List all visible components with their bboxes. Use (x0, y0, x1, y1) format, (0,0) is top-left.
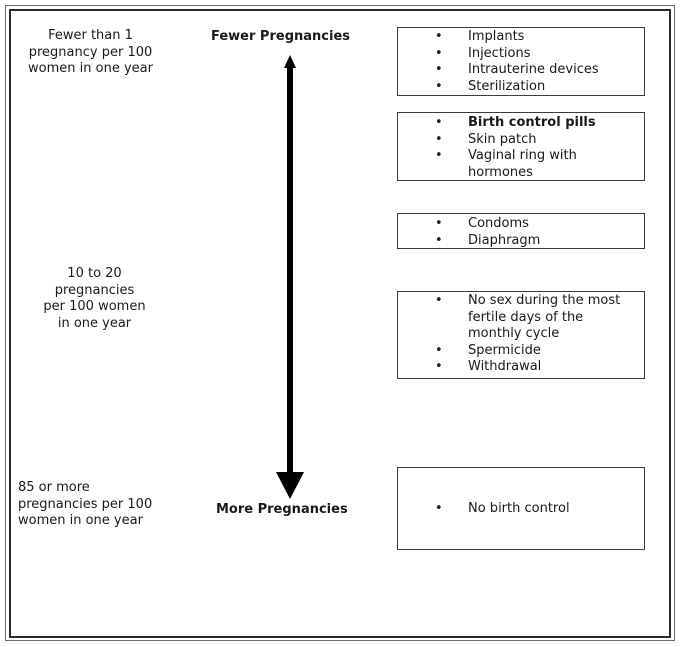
bullet-icon: • (435, 232, 443, 248)
bullet-icon: • (435, 293, 443, 308)
method-item: • Skin patch (398, 132, 644, 149)
bullet-icon: • (435, 342, 443, 358)
label-fewer-than-1: Fewer than 1 pregnancy per 100 women in … (28, 28, 153, 76)
method-item-label: Diaphragm (468, 232, 541, 248)
label-10-to-20: 10 to 20 pregnancies per 100 women in on… (43, 266, 146, 331)
bullet-icon: • (435, 131, 443, 147)
bullet-icon: • (435, 501, 443, 516)
method-item-label: Spermicide (468, 342, 541, 358)
method-box-barrier: • Condoms • Diaphragm (397, 213, 645, 249)
bullet-icon: • (435, 359, 443, 375)
method-box-most-effective: • Implants • Injections • Intrauterine device… (397, 27, 645, 96)
method-item-label: Vaginal ring with hormones (468, 148, 577, 180)
axis-label-more-pregnancies: More Pregnancies (216, 502, 348, 517)
method-item-label: Intrauterine devices (468, 62, 599, 78)
method-box-none: • No birth control (397, 467, 645, 550)
axis-label-fewer-pregnancies: Fewer Pregnancies (211, 29, 350, 44)
method-item: • Withdrawal (398, 359, 644, 376)
method-item-label: Sterilization (468, 78, 546, 94)
inner-frame (9, 9, 671, 638)
bullet-icon: • (435, 216, 443, 231)
bullet-icon: • (435, 29, 443, 44)
method-item: • Injections (398, 46, 644, 63)
method-item-label: Implants (468, 29, 525, 44)
bullet-icon: • (435, 115, 443, 130)
method-item: • Diaphragm (398, 233, 644, 250)
method-item: • No birth control (398, 501, 644, 518)
bullet-icon: • (435, 78, 443, 94)
label-85-or-more: 85 or more pregnancies per 100 women in … (18, 480, 153, 528)
method-item: • Condoms (398, 216, 644, 233)
method-item-label: Injections (468, 45, 531, 61)
method-item-label: Withdrawal (468, 359, 542, 375)
method-item: • Vaginal ring with hormones (398, 148, 644, 181)
method-item: • Sterilization (398, 79, 644, 96)
method-item: • Spermicide (398, 343, 644, 360)
method-box-hormonal: • Birth control pills • Skin patch • Vaginal … (397, 112, 645, 181)
method-item: • Birth control pills (398, 115, 644, 132)
method-box-least-effective: • No sex during the most fertile days of … (397, 291, 645, 379)
method-item-label: Condoms (468, 216, 529, 231)
bullet-icon: • (435, 148, 443, 164)
method-item: • Implants (398, 29, 644, 46)
outer-frame (5, 5, 675, 641)
bullet-icon: • (435, 45, 443, 61)
method-item: • No sex during the most fertile days of … (398, 293, 644, 343)
method-item-label: No sex during the most fertile days of t… (468, 293, 621, 342)
method-item-label: Birth control pills (468, 115, 596, 130)
method-item-label: No birth control (468, 501, 570, 516)
bullet-icon: • (435, 62, 443, 78)
method-item: • Intrauterine devices (398, 62, 644, 79)
method-item-label: Skin patch (468, 131, 537, 147)
